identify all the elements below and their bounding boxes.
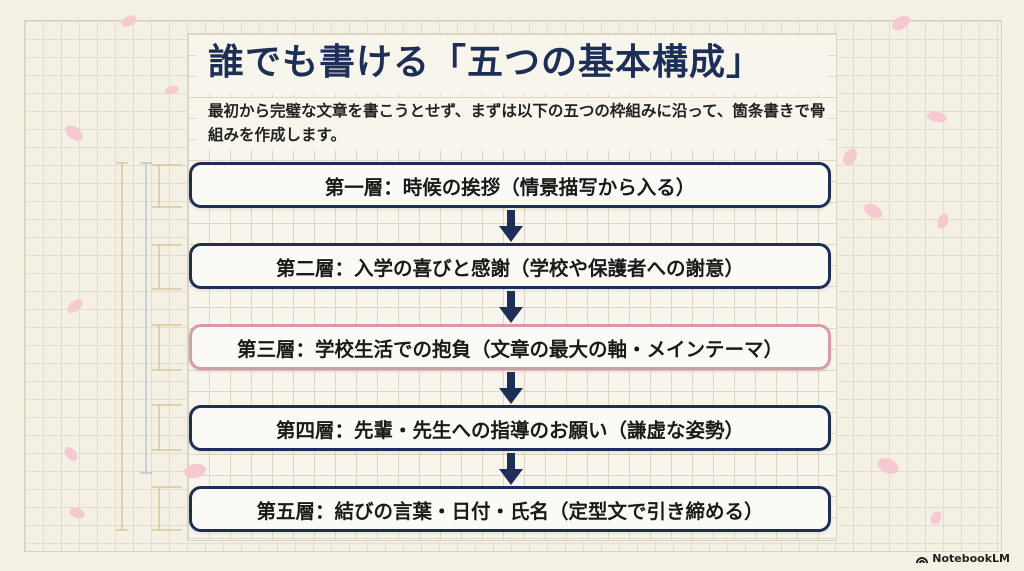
subtitle-background <box>196 98 828 150</box>
notebooklm-logo: NotebookLM <box>916 552 1010 565</box>
down-arrow-icon <box>499 210 523 242</box>
left-ruler <box>116 162 182 531</box>
layer-box-2: 第二層：入学の喜びと感謝（学校や保護者への謝意） <box>189 243 831 289</box>
layer-box-3: 第三層：学校生活での抱負（文章の最大の軸・メインテーマ） <box>189 324 831 370</box>
petal-icon <box>64 447 78 461</box>
title-background <box>196 36 828 94</box>
page-subtitle: 最初から完璧な文章を書こうとせず、まずは以下の五つの枠組みに沿って、箇条書きで骨… <box>208 102 826 144</box>
petal-icon <box>937 213 949 229</box>
petal-icon <box>930 511 942 525</box>
brand-label: NotebookLM <box>932 552 1010 565</box>
petal-icon <box>891 15 911 31</box>
petal-icon <box>927 111 947 123</box>
petal-icon <box>184 463 206 479</box>
layer-box-5: 第五層：結びの言葉・日付・氏名（定型文で引き締める） <box>189 486 831 532</box>
layer-box-1: 第一層：時候の挨拶（情景描写から入る） <box>189 162 831 208</box>
petal-icon <box>863 203 883 219</box>
petal-icon <box>165 85 179 95</box>
layer-box-4: 第四層：先輩・先生への指導のお願い（謙虚な姿勢） <box>189 405 831 451</box>
petal-icon <box>843 148 857 166</box>
down-arrow-icon <box>499 291 523 323</box>
petal-icon <box>67 299 83 313</box>
petal-icon <box>65 125 83 141</box>
page-title: 誰でも書ける「五つの基本構成」 <box>208 41 764 83</box>
petal-icon <box>877 458 899 474</box>
down-arrow-icon <box>499 453 523 485</box>
down-arrow-icon <box>499 372 523 404</box>
petal-icon <box>69 507 85 519</box>
petal-icon <box>121 15 137 27</box>
notebooklm-icon <box>916 556 929 563</box>
